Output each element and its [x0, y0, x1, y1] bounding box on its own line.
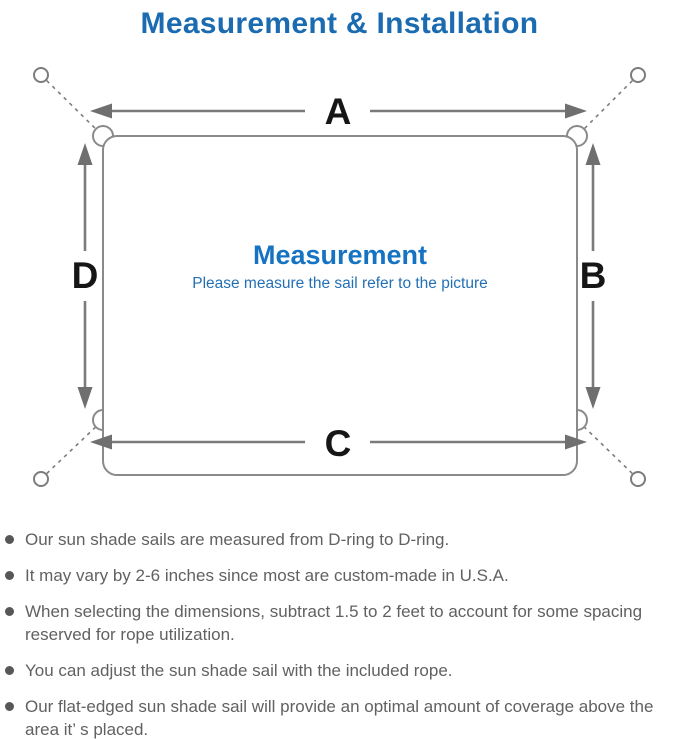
- dimension-label-a: A: [325, 91, 352, 132]
- bullet-icon: [5, 535, 14, 544]
- arrowhead-b-bottom-icon: [585, 387, 601, 409]
- diagram-center-subtitle: Please measure the sail refer to the pic…: [192, 275, 488, 292]
- bullet-icon: [5, 607, 14, 616]
- arrowhead-d-bottom-icon: [77, 387, 93, 409]
- rope-dashed-top-left: [40, 74, 104, 137]
- dimension-label-b: B: [580, 255, 607, 296]
- dimension-label-c: C: [325, 423, 352, 464]
- anchor-point-bottom-left-icon: [33, 471, 49, 487]
- note-text: You can adjust the sun shade sail with t…: [25, 661, 453, 680]
- arrowhead-d-top-icon: [77, 143, 93, 165]
- note-text: Our flat-edged sun shade sail will provi…: [25, 697, 654, 739]
- notes-list: Our sun shade sails are measured from D-…: [0, 528, 679, 739]
- bullet-icon: [5, 666, 14, 675]
- note-item: When selecting the dimensions, subtract …: [5, 600, 667, 646]
- arrowhead-c-left-icon: [90, 434, 112, 450]
- bullet-icon: [5, 702, 14, 711]
- rope-dashed-bottom-left: [40, 419, 104, 480]
- anchor-point-bottom-right-icon: [630, 471, 646, 487]
- note-text: Our sun shade sails are measured from D-…: [25, 530, 450, 549]
- arrowhead-a-right-icon: [565, 103, 587, 119]
- note-item: Our sun shade sails are measured from D-…: [5, 528, 667, 551]
- note-text: It may vary by 2-6 inches since most are…: [25, 566, 509, 585]
- dimension-label-d: D: [72, 255, 99, 296]
- anchor-point-top-right-icon: [630, 67, 646, 83]
- anchor-point-top-left-icon: [33, 67, 49, 83]
- arrowhead-a-left-icon: [90, 103, 112, 119]
- arrowhead-b-top-icon: [585, 143, 601, 165]
- diagram-center-title: Measurement: [253, 240, 427, 270]
- arrowhead-c-right-icon: [565, 434, 587, 450]
- note-item: Our flat-edged sun shade sail will provi…: [5, 695, 667, 739]
- rope-dashed-bottom-right: [576, 419, 639, 480]
- measurement-diagram: A C D B Measurement Please measure the s…: [33, 67, 646, 487]
- note-item: It may vary by 2-6 inches since most are…: [5, 564, 667, 587]
- page-title: Measurement & Installation: [140, 7, 539, 40]
- rope-dashed-top-right: [576, 74, 639, 137]
- note-item: You can adjust the sun shade sail with t…: [5, 659, 667, 682]
- note-text: When selecting the dimensions, subtract …: [25, 602, 643, 644]
- bullet-icon: [5, 571, 14, 580]
- sun-shade-sail-outline: [102, 135, 578, 476]
- measurement-installation-page: Measurement & Installation A C: [0, 6, 679, 739]
